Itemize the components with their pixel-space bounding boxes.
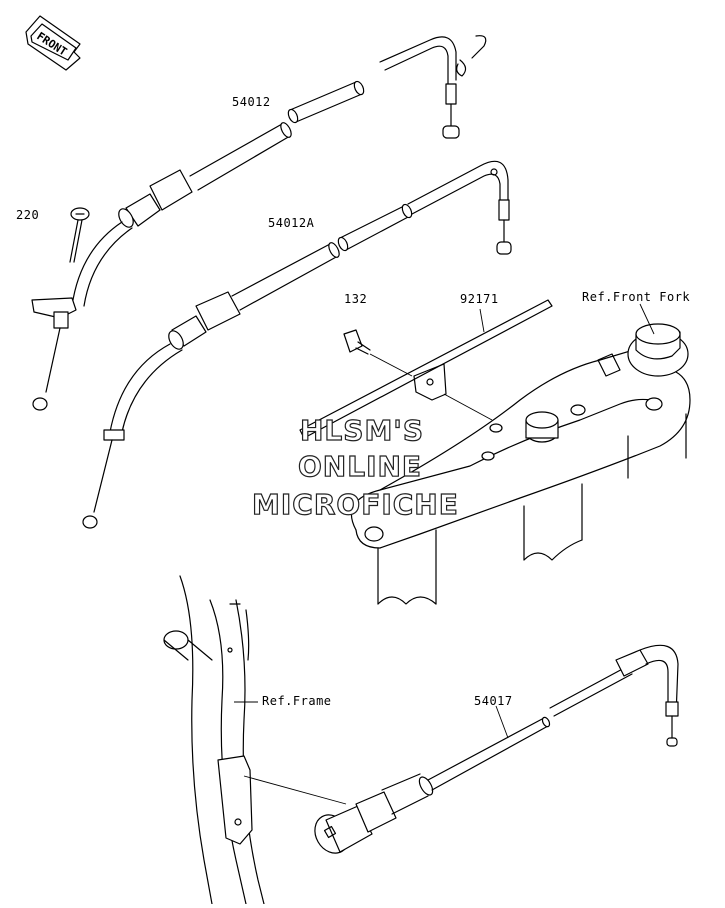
bolt-132 — [343, 329, 371, 355]
triple-clamp — [350, 323, 691, 605]
leader-54017 — [495, 705, 509, 739]
frame-reference — [163, 575, 347, 905]
label-54017: 54017 — [474, 694, 513, 708]
throttle-cable-54012a — [82, 160, 512, 529]
label-54012a: 54012A — [268, 216, 315, 230]
label-132: 132 — [344, 292, 368, 306]
leader-92171 — [479, 308, 485, 333]
screw-220 — [69, 207, 90, 263]
leader-front-fork — [639, 303, 655, 335]
leader-132 — [369, 353, 413, 377]
watermark-line-1: HLSM'S — [299, 413, 425, 447]
label-ref-front-fork: Ref.Front Fork — [582, 290, 691, 304]
wire-92171 — [299, 299, 553, 439]
front-arrow-icon: FRONT — [25, 15, 81, 71]
throttle-cable-54012 — [31, 35, 487, 411]
watermark-line-3: MICROFICHE — [251, 487, 459, 521]
label-220: 220 — [16, 208, 40, 222]
leader-bracket — [443, 393, 493, 421]
leader-choke-bracket — [243, 775, 347, 805]
label-54012: 54012 — [232, 95, 271, 109]
label-ref-frame: Ref.Frame — [262, 694, 332, 708]
label-92171: 92171 — [460, 292, 499, 306]
watermark-line-2: ONLINE — [297, 449, 423, 483]
choke-cable-54017 — [314, 644, 679, 854]
